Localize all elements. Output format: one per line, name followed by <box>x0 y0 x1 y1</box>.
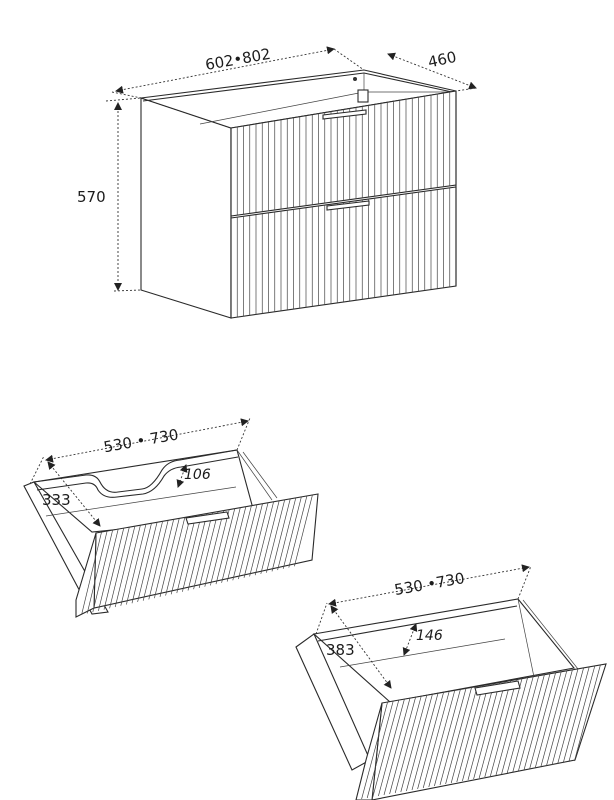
drawer-lower-width-label: 530 •730 <box>393 569 466 599</box>
drawer-lower-depth-label: 383 <box>326 641 355 659</box>
drawer-upper-width-label: 530 • 730 <box>102 425 180 456</box>
drawer-upper-height-label: 106 <box>184 467 211 483</box>
drawer-upper-view: 530 • 730 333 106 <box>23 417 319 618</box>
drawer-lower-height-label: 146 <box>416 628 443 644</box>
drawer-upper-depth-label: 333 <box>42 491 71 509</box>
drawer-lower-handle <box>474 680 521 696</box>
drawer-lower-view: 530 •730 383 146 <box>295 564 607 800</box>
drawer-upper-handle <box>185 511 230 525</box>
handle-lower <box>326 200 370 211</box>
cabinet-depth-label: 460 <box>426 48 458 72</box>
cabinet-height-label: 570 <box>77 188 106 206</box>
cabinet-side-panel <box>140 97 232 319</box>
handle-upper <box>322 109 367 120</box>
cabinet-view: 602•802 460 570 <box>77 45 477 319</box>
cabinet-width-label: 602•802 <box>204 45 272 74</box>
